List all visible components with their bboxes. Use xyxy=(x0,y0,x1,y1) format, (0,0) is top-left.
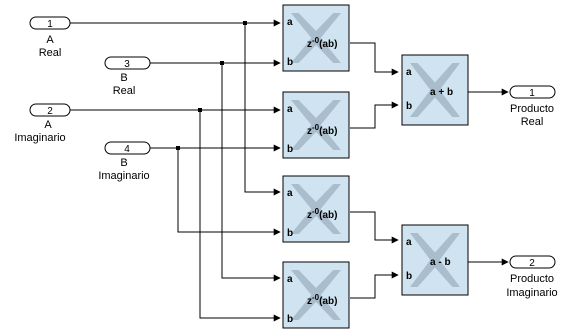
outport-label-line2: Imaginario xyxy=(506,287,557,299)
wires xyxy=(70,19,509,322)
pin-a-label: a xyxy=(287,104,293,115)
pin-a-label: a xyxy=(406,67,412,78)
inport-number: 1 xyxy=(47,19,53,30)
inport-shape[interactable] xyxy=(29,16,71,30)
mult-block[interactable]: a b z-0(ab) xyxy=(282,91,350,159)
inport-number: 2 xyxy=(47,106,53,117)
outport-1[interactable]: 1 Producto Real xyxy=(509,85,556,128)
pin-b-label: b xyxy=(406,101,412,112)
wire-b-imag-to-mult3-b xyxy=(150,147,281,236)
mult-blocks: a b z-0(ab) a b z-0(ab) a b z-0(ab) a b z-0(ab) xyxy=(282,4,350,329)
outport-shape[interactable] xyxy=(509,85,556,99)
wire-mult3-to-sub-a xyxy=(350,211,399,244)
xilinx-logo-icon xyxy=(410,233,460,287)
outport-number: 1 xyxy=(529,88,535,99)
inport-1[interactable]: 1 A Real xyxy=(29,16,71,59)
inport-2[interactable]: 2 A Imaginario xyxy=(14,103,71,144)
pin-a-label: a xyxy=(406,237,412,248)
pin-a-label: a xyxy=(287,274,293,285)
inport-number: 3 xyxy=(124,59,130,70)
pin-b-label: b xyxy=(287,314,293,325)
inport-shape[interactable] xyxy=(104,56,151,70)
mult-block[interactable]: a b z-0(ab) xyxy=(282,175,350,243)
outport-label-line1: Producto xyxy=(510,273,554,285)
inport-label-line1: B xyxy=(120,157,127,169)
inport-label-line1: A xyxy=(46,34,54,46)
mult-block[interactable]: a b z-0(ab) xyxy=(282,4,350,72)
wire-a-real-to-mult3-a xyxy=(70,22,281,196)
pin-b-label: b xyxy=(287,228,293,239)
inport-number: 4 xyxy=(124,144,130,155)
branch-dot xyxy=(198,108,202,112)
inport-label-line2: Imaginario xyxy=(14,132,65,144)
pin-a-label: a xyxy=(287,188,293,199)
inport-label-line2: Real xyxy=(113,85,136,97)
wire-mult4-to-sub-b xyxy=(350,271,399,299)
outport-label-line1: Producto xyxy=(510,103,554,115)
wire-a-imag-to-mult4-b xyxy=(70,109,281,322)
inport-label-line1: A xyxy=(44,119,52,131)
inport-4[interactable]: 4 B Imaginario xyxy=(98,141,151,182)
addsub-block[interactable]: a b a - b xyxy=(401,224,469,296)
outport-number: 2 xyxy=(529,258,535,269)
xilinx-logo-icon xyxy=(291,13,341,63)
outport-label-line2: Real xyxy=(521,116,544,128)
branch-dot xyxy=(243,21,247,25)
xilinx-logo-icon xyxy=(291,184,341,234)
inport-3[interactable]: 3 B Real xyxy=(104,56,151,97)
inport-shape[interactable] xyxy=(29,103,71,117)
addsub-blocks: a b a + b a b a - b xyxy=(401,54,469,296)
branch-dot xyxy=(220,61,224,65)
operator-label: a + b xyxy=(430,87,453,98)
inport-label-line2: Real xyxy=(39,47,62,59)
outport-shape[interactable] xyxy=(509,255,556,269)
outport-2[interactable]: 2 Producto Imaginario xyxy=(506,255,558,299)
wire-mult1-to-add-a xyxy=(350,42,399,76)
branch-dot xyxy=(176,146,180,150)
pin-b-label: b xyxy=(287,144,293,155)
wire-mult2-to-add-b xyxy=(350,101,399,129)
mult-block[interactable]: a b z-0(ab) xyxy=(282,261,350,329)
pin-b-label: b xyxy=(287,57,293,68)
inport-shape[interactable] xyxy=(104,141,151,155)
wire-b-real-to-mult4-a xyxy=(150,62,281,282)
pin-a-label: a xyxy=(287,17,293,28)
addsub-block[interactable]: a b a + b xyxy=(401,54,469,126)
operator-label: z-0(ab) xyxy=(307,293,337,307)
operator-label: z-0(ab) xyxy=(307,36,337,50)
xilinx-logo-icon xyxy=(291,100,341,150)
pin-b-label: b xyxy=(406,271,412,282)
inport-label-line2: Imaginario xyxy=(98,170,149,182)
xilinx-logo-icon xyxy=(291,270,341,320)
operator-label: z-0(ab) xyxy=(307,123,337,137)
inport-label-line1: B xyxy=(120,72,127,84)
operator-label: z-0(ab) xyxy=(307,207,337,221)
xilinx-logo-icon xyxy=(410,63,460,117)
operator-label: a - b xyxy=(430,257,451,268)
branch-points xyxy=(176,21,247,150)
